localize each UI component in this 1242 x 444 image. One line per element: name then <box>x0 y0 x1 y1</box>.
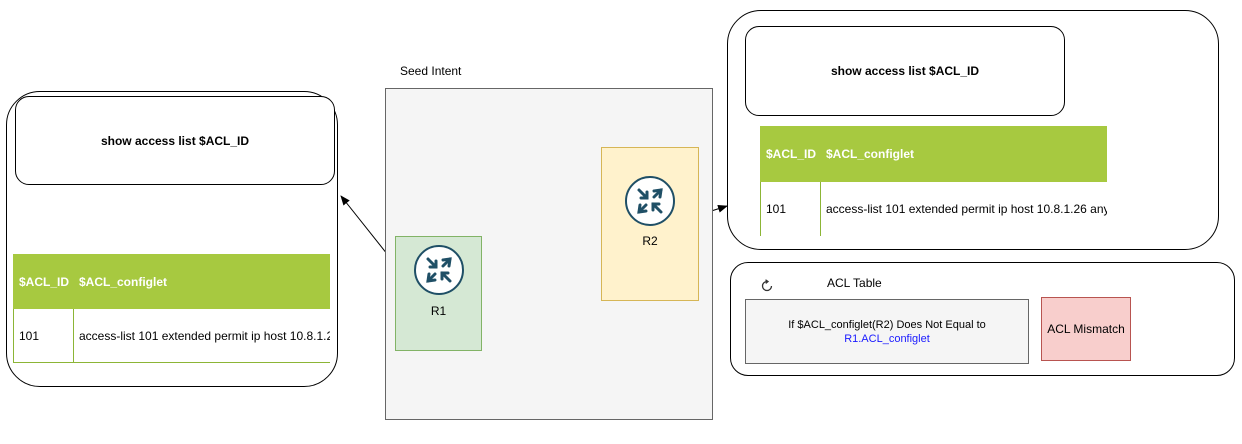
right-acl-table: $ACL_ID $ACL_configlet 101 access-list 1… <box>760 126 1107 236</box>
right-header-acl-configlet: $ACL_configlet <box>820 126 1107 182</box>
router-icon <box>413 245 464 295</box>
right-header-acl-id: $ACL_ID <box>760 126 821 182</box>
router-icon <box>625 176 675 226</box>
seed-intent-title: Seed Intent <box>400 64 462 78</box>
left-header-acl-id: $ACL_ID <box>13 254 74 309</box>
right-acl-table-wrap: $ACL_ID $ACL_configlet 101 access-list 1… <box>760 126 1107 236</box>
acl-mismatch-box[interactable]: ACL Mismatch <box>1041 297 1131 361</box>
right-cell-acl-id: 101 <box>760 181 821 236</box>
right-query-box[interactable]: show access list $ACL_ID <box>745 26 1065 116</box>
router-r2-label: R2 <box>642 234 658 248</box>
refresh-icon[interactable] <box>760 279 774 293</box>
left-query-box[interactable]: show access list $ACL_ID <box>15 96 335 185</box>
left-acl-table-wrap: $ACL_ID $ACL_configlet 101 access-list 1… <box>13 254 330 363</box>
right-cell-acl-configlet: access-list 101 extended permit ip host … <box>820 181 1107 236</box>
condition-box[interactable]: If $ACL_configlet(R2) Does Not Equal to … <box>745 299 1029 364</box>
acl-table-title: ACL Table <box>827 276 882 290</box>
left-header-acl-configlet: $ACL_configlet <box>73 254 330 309</box>
left-acl-table: $ACL_ID $ACL_configlet 101 access-list 1… <box>13 254 330 363</box>
left-cell-acl-configlet: access-list 101 extended permit ip host … <box>73 308 330 363</box>
condition-reference: R1.ACL_configlet <box>844 332 930 345</box>
condition-text: If $ACL_configlet(R2) Does Not Equal to <box>788 318 986 331</box>
left-cell-acl-id: 101 <box>13 308 74 363</box>
router-r1[interactable]: R1 <box>395 236 482 351</box>
router-r2[interactable]: R2 <box>601 147 699 301</box>
router-r1-label: R1 <box>430 304 447 318</box>
